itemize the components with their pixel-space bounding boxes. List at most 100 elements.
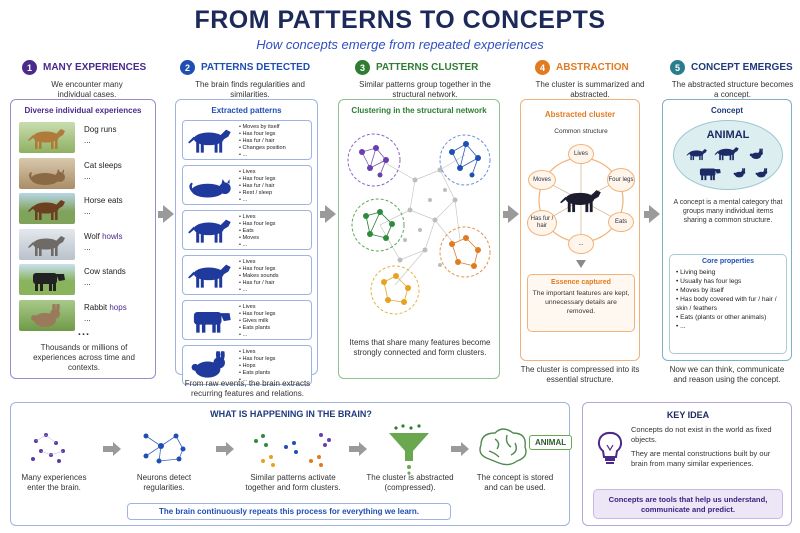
concept-panel: Concept ANIMAL A concept is a mental cat… <box>662 99 792 361</box>
key-idea-p2: They are mental constructions built by o… <box>631 449 771 468</box>
key-idea-p1: Concepts do not exist in the world as fi… <box>631 425 772 444</box>
pattern-features: LivesHas four legsGives milkEats plants.… <box>239 304 276 339</box>
abstraction-panel-title: Abstracted cluster <box>544 110 616 119</box>
pattern-box: LivesHas four legsHas fur / hairRest / s… <box>182 165 312 205</box>
cat-photo <box>19 157 75 189</box>
core-properties-list: Living beingUsually has four legsMoves b… <box>676 268 786 331</box>
experience-ellipsis: ... <box>84 278 91 287</box>
arrow-1-2 <box>158 205 174 223</box>
pattern-box: LivesHas four legsMakes soundsHas fur / … <box>182 255 312 295</box>
brain-section: WHAT IS HAPPENING IN THE BRAIN? <box>10 402 573 526</box>
step-5-number: 5 <box>670 60 685 75</box>
experience-row: Dog runs ... <box>19 122 149 155</box>
concept-bubble: ANIMAL <box>673 120 783 190</box>
pattern-box: LivesHas four legsHopsEats plants... <box>182 345 312 385</box>
step-5-desc: The abstracted structure becomes a conce… <box>671 80 794 99</box>
cat-icon <box>187 172 233 200</box>
brain-step-3: Similar patterns activate together and f… <box>245 473 341 492</box>
core-properties-title: Core properties <box>701 258 755 265</box>
experience-label: Horse eats <box>84 196 123 205</box>
brain-process-graphic <box>31 424 527 475</box>
abstraction-panel: Abstracted cluster Common structure Live… <box>520 99 640 361</box>
essence-box: Essence captured The important features … <box>527 274 635 332</box>
experience-list: Dog runs ... Cat sleeps ... Horse eats .… <box>19 122 149 333</box>
dog-icon <box>187 126 233 154</box>
scattered-neurons-icon <box>31 433 65 463</box>
patterns-panel: Extracted patterns Moves by itselfHas fo… <box>175 99 318 385</box>
step-2-number: 2 <box>180 60 195 75</box>
clusters-panel: Clustering in the structural network <box>338 99 500 379</box>
down-arrow-icon <box>576 260 586 268</box>
step-1-number: 1 <box>22 60 37 75</box>
experience-row: Rabbit hops ... <box>19 299 149 333</box>
clusters-panel-title: Clustering in the structural network <box>351 106 487 115</box>
lightbulb-icon <box>597 431 623 464</box>
horse-icon <box>187 216 233 244</box>
key-idea-box: KEY IDEA Concepts do not exist in the wo… <box>582 402 792 526</box>
concept-desc: A concept is a mental category that grou… <box>673 199 783 224</box>
node-lives: Lives <box>568 144 594 164</box>
key-idea-title: KEY IDEA <box>666 410 710 420</box>
pattern-features: LivesHas four legsHas fur / hairRest / s… <box>239 169 276 204</box>
node-fur: Has fur / hair <box>527 210 557 236</box>
pattern-box: Moves by itselfHas four legsHas fur / ha… <box>182 120 312 160</box>
page-subtitle: How concepts emerge from repeated experi… <box>256 37 544 52</box>
experiences-panel: Diverse individual experiences Dog runs … <box>10 99 156 379</box>
core-properties-box: Core properties Living beingUsually has … <box>669 254 787 354</box>
step-1-title: MANY EXPERIENCES <box>43 62 147 73</box>
arrow-3-4 <box>503 205 519 223</box>
experience-ellipsis: ... <box>84 242 91 252</box>
patterns-panel-title: Extracted patterns <box>211 106 282 115</box>
dog-photo <box>19 122 75 153</box>
node-moves: Moves <box>528 170 556 190</box>
step-2-header: 2 PATTERNS DETECTED The brain finds regu… <box>180 60 320 100</box>
colored-clusters-icon <box>254 433 331 467</box>
node-more: ... <box>568 234 594 254</box>
horse-photo <box>19 193 75 224</box>
clusters-footer: Items that share many features become st… <box>349 338 491 357</box>
experience-label: Cat sleeps <box>84 160 122 170</box>
pattern-features: Moves by itselfHas four legsHas fur / ha… <box>239 124 286 159</box>
step-3-header: 3 PATTERNS CLUSTER Similar patterns grou… <box>355 60 495 100</box>
concept-word: ANIMAL <box>706 129 750 141</box>
essence-title: Essence captured <box>551 279 611 286</box>
step-5-title: CONCEPT EMERGES <box>691 62 793 73</box>
animal-tag: ANIMAL <box>529 435 573 450</box>
step-2-title: PATTERNS DETECTED <box>201 62 311 73</box>
wolf-photo <box>19 228 75 260</box>
experience-ellipsis: ... <box>84 136 91 145</box>
step-3-title: PATTERNS CLUSTER <box>376 62 479 73</box>
experience-label: Dog runs <box>84 125 117 134</box>
pattern-features: LivesHas four legsHopsEats plants... <box>239 349 276 384</box>
pattern-box: LivesHas four legsEatsMoves... <box>182 210 312 250</box>
step-4-number: 4 <box>535 60 550 75</box>
pattern-features: LivesHas four legsMakes soundsHas fur / … <box>239 259 279 294</box>
concept-footer: Now we can think, communicate and reason… <box>669 365 785 384</box>
essence-text: The important features are kept, unneces… <box>532 290 630 315</box>
rabbit-icon <box>187 351 233 379</box>
abstraction-footer: The cluster is compressed into its essen… <box>520 365 640 384</box>
experience-label: Rabbit hops <box>84 302 127 312</box>
funnel-icon <box>389 424 429 475</box>
rabbit-photo <box>19 299 75 331</box>
concept-panel-title: Concept <box>711 106 743 115</box>
common-structure-label: Common structure <box>554 128 608 135</box>
brain-step-4: The cluster is abstracted (compressed). <box>366 473 454 492</box>
experience-row: Cow stands ... <box>19 264 149 297</box>
experience-row: Horse eats ... <box>19 193 149 226</box>
brain-step-2: Neurons detect regularities. <box>136 473 192 492</box>
process-arrow-icon <box>103 442 121 456</box>
step-3-number: 3 <box>355 60 370 75</box>
step-1-header: 1 MANY EXPERIENCES We encounter many ind… <box>22 60 152 100</box>
cow-icon <box>187 306 233 334</box>
patterns-footer: From raw events, the brain extracts recu… <box>184 379 311 398</box>
arrow-4-5 <box>644 205 660 223</box>
more-ellipsis: ... <box>77 326 91 338</box>
step-4-header: 4 ABSTRACTION The cluster is summarized … <box>535 60 645 100</box>
experience-label: Cow stands <box>84 267 126 276</box>
arrow-2-3 <box>320 205 336 223</box>
experiences-panel-title: Diverse individual experiences <box>24 106 142 115</box>
pattern-features: LivesHas four legsEatsMoves... <box>239 214 276 249</box>
page-title: FROM PATTERNS TO CONCEPTS <box>194 6 606 34</box>
brain-banner: The brain continuously repeats this proc… <box>127 503 451 520</box>
